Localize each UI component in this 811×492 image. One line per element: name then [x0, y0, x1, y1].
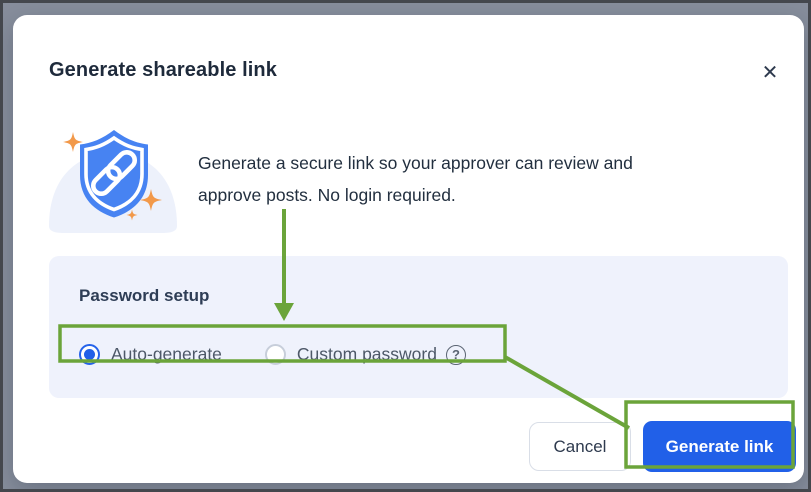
description-line-1: Generate a secure link so your approver … — [198, 153, 633, 173]
radio-option-custom-password[interactable]: Custom password — [264, 344, 437, 365]
generate-link-modal: Generate shareable link ✕ Generate a sec… — [13, 15, 804, 483]
modal-title: Generate shareable link — [49, 59, 277, 81]
password-setup-heading: Password setup — [79, 286, 210, 305]
radio-label-auto-generate[interactable]: Auto-generate — [111, 344, 222, 364]
generate-link-button[interactable]: Generate link — [643, 421, 796, 472]
shield-link-icon — [49, 130, 177, 233]
cancel-button[interactable]: Cancel — [529, 422, 631, 471]
radio-selected-icon[interactable] — [79, 344, 100, 365]
password-setup-panel: Password setup Auto-generate Custom pass… — [49, 256, 788, 398]
radio-unselected-icon[interactable] — [264, 344, 286, 365]
help-icon[interactable]: ? — [445, 344, 466, 365]
password-radio-group: Auto-generate Custom password ? — [79, 344, 466, 365]
modal-description: Generate a secure link so your approver … — [198, 147, 633, 211]
description-line-2: approve posts. No login required. — [198, 185, 456, 205]
close-icon[interactable]: ✕ — [761, 61, 779, 84]
radio-option-auto-generate[interactable]: Auto-generate — [79, 344, 222, 365]
radio-label-custom-password[interactable]: Custom password — [296, 344, 437, 364]
